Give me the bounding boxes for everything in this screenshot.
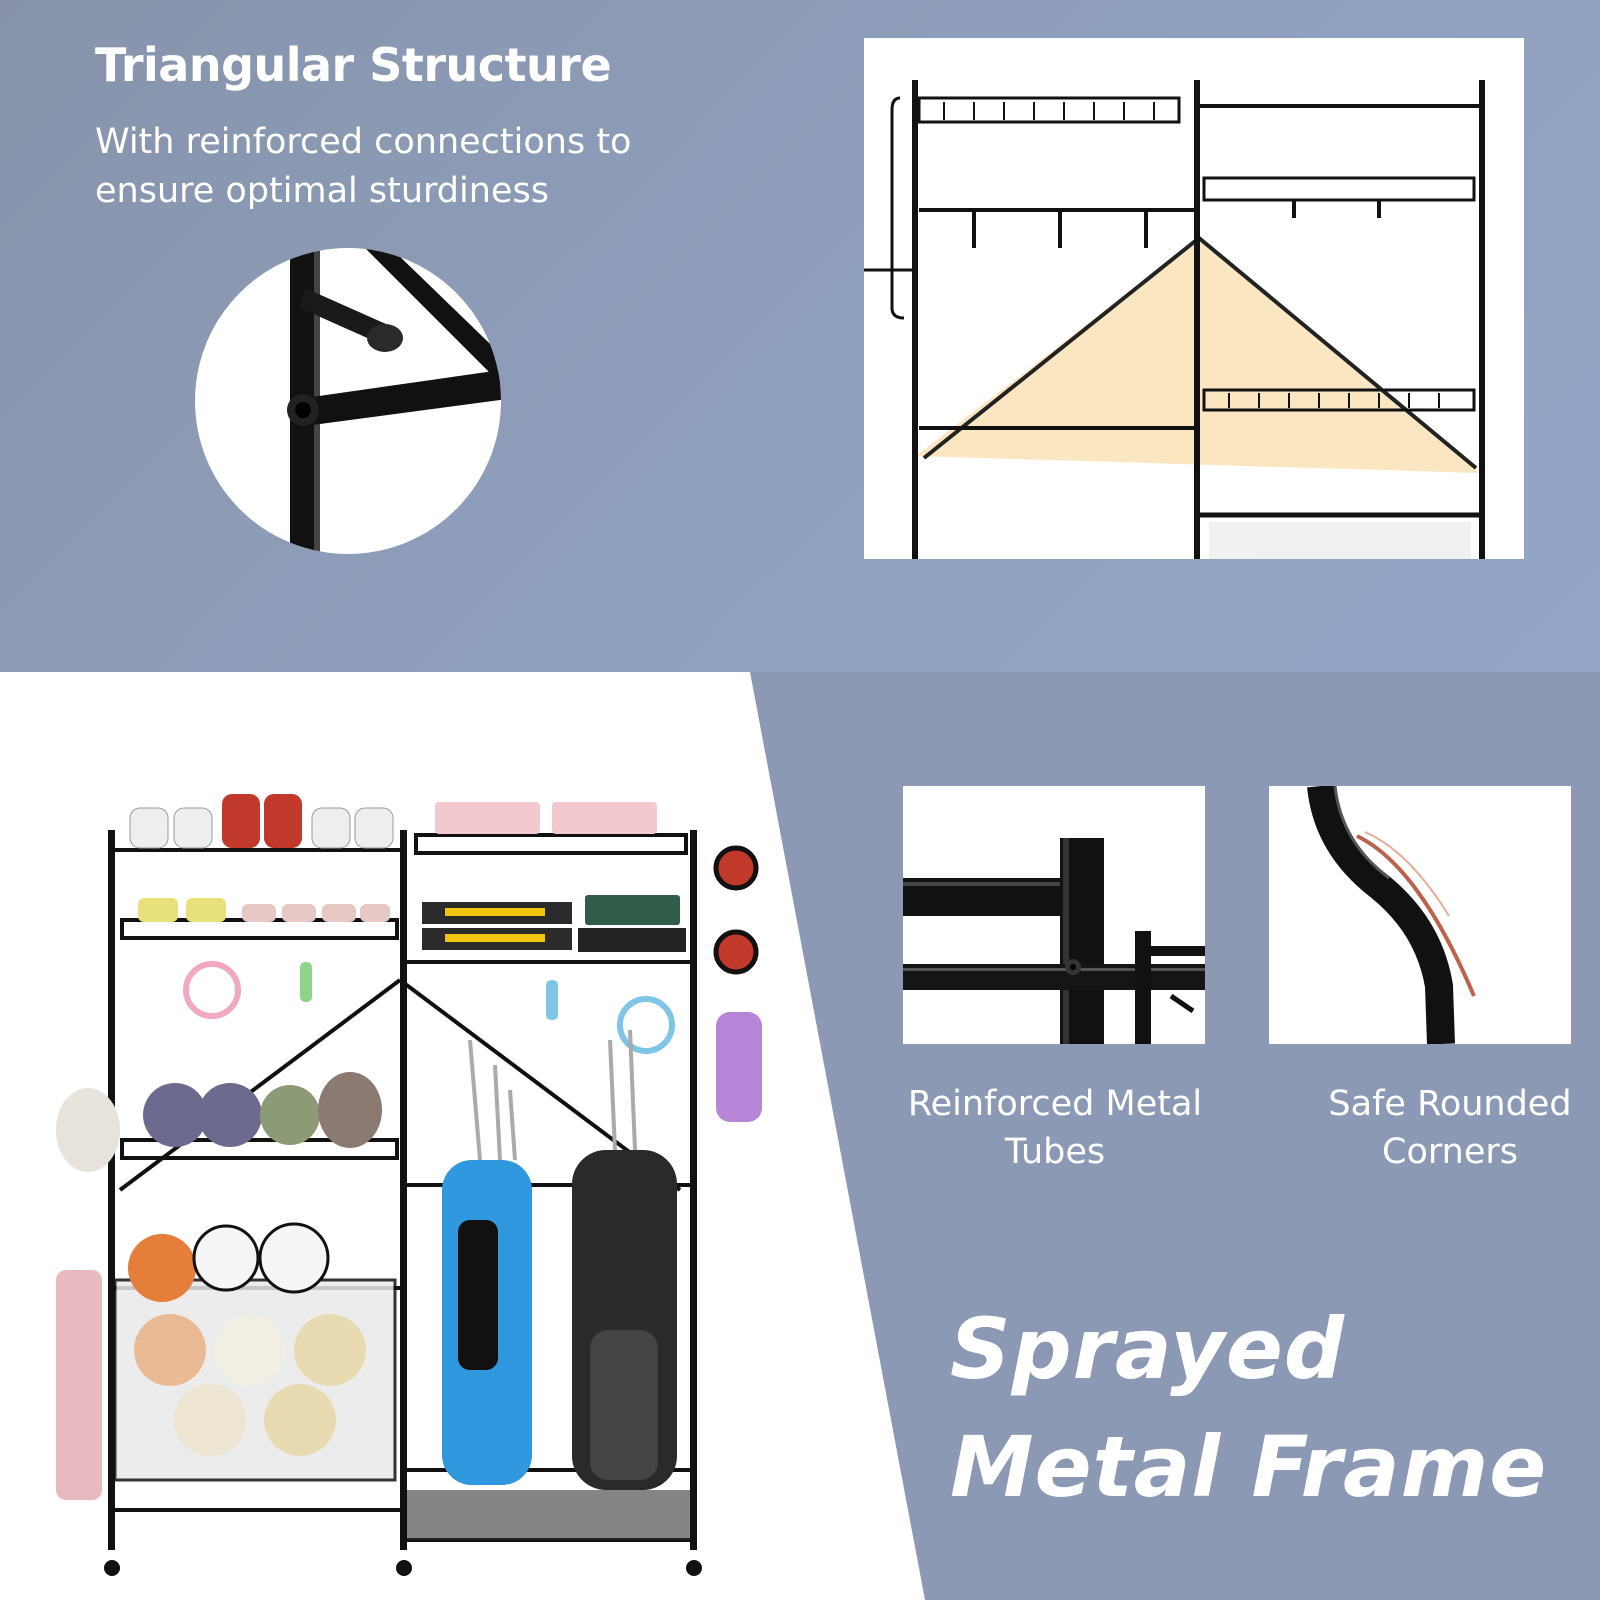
storage-rack-product-image — [50, 790, 780, 1590]
rounded-corner-closeup-image — [1269, 786, 1571, 1044]
tagline-line-2: Metal Frame — [950, 1418, 1548, 1516]
feature-subtitle: With reinforced connections to ensure op… — [95, 122, 632, 211]
connector-closeup-image — [195, 248, 501, 554]
tube-closeup-image — [903, 786, 1205, 1044]
rack-diagram-image — [864, 38, 1524, 559]
tagline-line-1: Sprayed — [950, 1300, 1346, 1398]
feature-title: Triangular Structure — [95, 38, 612, 92]
feature-label-reinforced-tubes: Reinforced Metal Tubes — [907, 1084, 1203, 1172]
feature-label-rounded-corners: Safe Rounded Corners — [1328, 1084, 1572, 1172]
